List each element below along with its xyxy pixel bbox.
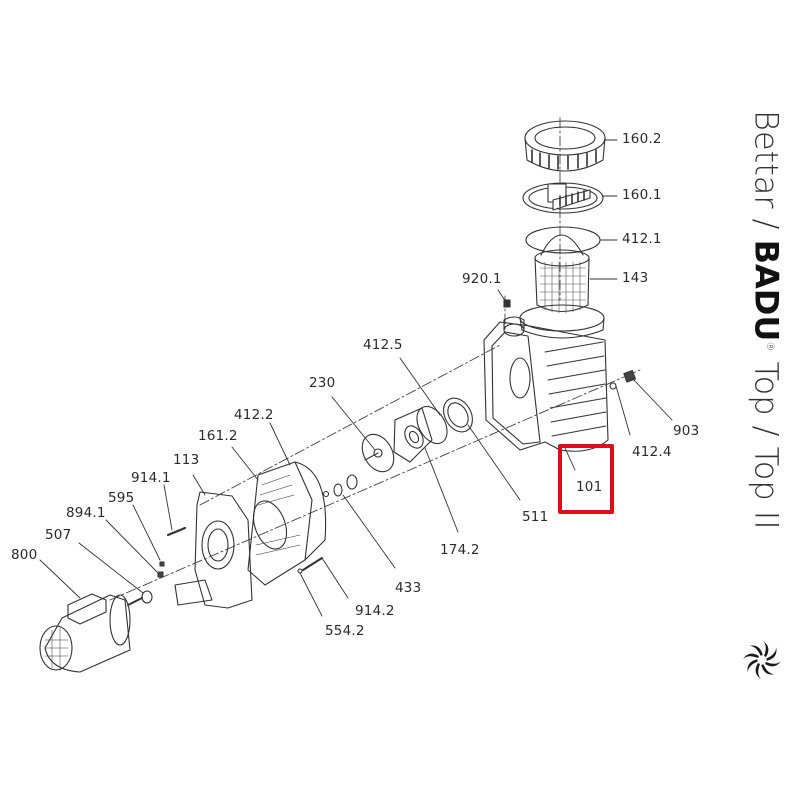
part-label-143[interactable]: 143 bbox=[622, 270, 649, 286]
part-label-113[interactable]: 113 bbox=[173, 452, 200, 468]
pump-casing-part bbox=[483, 304, 609, 452]
screw-914-1-part bbox=[166, 526, 187, 537]
part-label-920-1[interactable]: 920.1 bbox=[462, 271, 502, 287]
part-label-894-1[interactable]: 894.1 bbox=[66, 505, 106, 521]
oring-412-1-part bbox=[525, 226, 601, 254]
drain-plug-part bbox=[503, 299, 511, 308]
part-label-914-1[interactable]: 914.1 bbox=[131, 470, 171, 486]
lid-part bbox=[522, 182, 604, 214]
screw-914-2-part bbox=[302, 557, 323, 571]
part-label-903[interactable]: 903 bbox=[673, 423, 700, 439]
part-label-511[interactable]: 511 bbox=[522, 509, 549, 525]
title-prefix: Bettar / bbox=[747, 110, 786, 240]
part-label-433[interactable]: 433 bbox=[395, 580, 422, 596]
title-brand: BADU bbox=[747, 239, 786, 342]
title-suffix: Top / Top II bbox=[747, 351, 786, 530]
part-label-412-2[interactable]: 412.2 bbox=[234, 407, 274, 423]
casing-cover-part bbox=[247, 461, 327, 586]
part-label-160-1[interactable]: 160.1 bbox=[622, 187, 662, 203]
union-nut-part bbox=[524, 120, 606, 172]
part-label-160-2[interactable]: 160.2 bbox=[622, 131, 662, 147]
part-label-412-4[interactable]: 412.4 bbox=[632, 444, 672, 460]
part-label-412-1[interactable]: 412.1 bbox=[622, 231, 662, 247]
splash-ring-part bbox=[141, 590, 153, 604]
washer-554-2-part bbox=[297, 568, 303, 574]
registered-mark: ® bbox=[764, 341, 775, 352]
leader-lines bbox=[39, 139, 673, 617]
highlight-box-part-101 bbox=[558, 444, 614, 514]
motor-part bbox=[39, 593, 143, 673]
part-label-914-2[interactable]: 914.2 bbox=[355, 603, 395, 619]
product-title: Bettar / BADU® Top / Top II bbox=[747, 110, 786, 580]
diffuser-part bbox=[393, 407, 433, 463]
part-label-554-2[interactable]: 554.2 bbox=[325, 623, 365, 639]
buffer-595-part bbox=[159, 561, 165, 567]
swirl-impeller-icon bbox=[743, 641, 781, 679]
impeller-part bbox=[361, 433, 395, 473]
product-title-text: Bettar / BADU® Top / Top II bbox=[747, 110, 786, 530]
part-label-412-5[interactable]: 412.5 bbox=[363, 337, 403, 353]
mechanical-seal-part bbox=[322, 474, 358, 498]
part-label-230[interactable]: 230 bbox=[309, 375, 336, 391]
part-label-595[interactable]: 595 bbox=[108, 490, 135, 506]
oring-412-4-part bbox=[609, 382, 617, 390]
foot-894-1-part bbox=[157, 571, 164, 578]
part-label-161-2[interactable]: 161.2 bbox=[198, 428, 238, 444]
part-label-174-2[interactable]: 174.2 bbox=[440, 542, 480, 558]
strainer-basket-part bbox=[534, 234, 590, 314]
part-label-507[interactable]: 507 bbox=[45, 527, 72, 543]
intermediate-casing-part bbox=[174, 491, 253, 609]
centering-ring-part bbox=[443, 397, 473, 433]
part-label-800[interactable]: 800 bbox=[11, 547, 38, 563]
part-label-101[interactable]: 101 bbox=[576, 479, 603, 495]
